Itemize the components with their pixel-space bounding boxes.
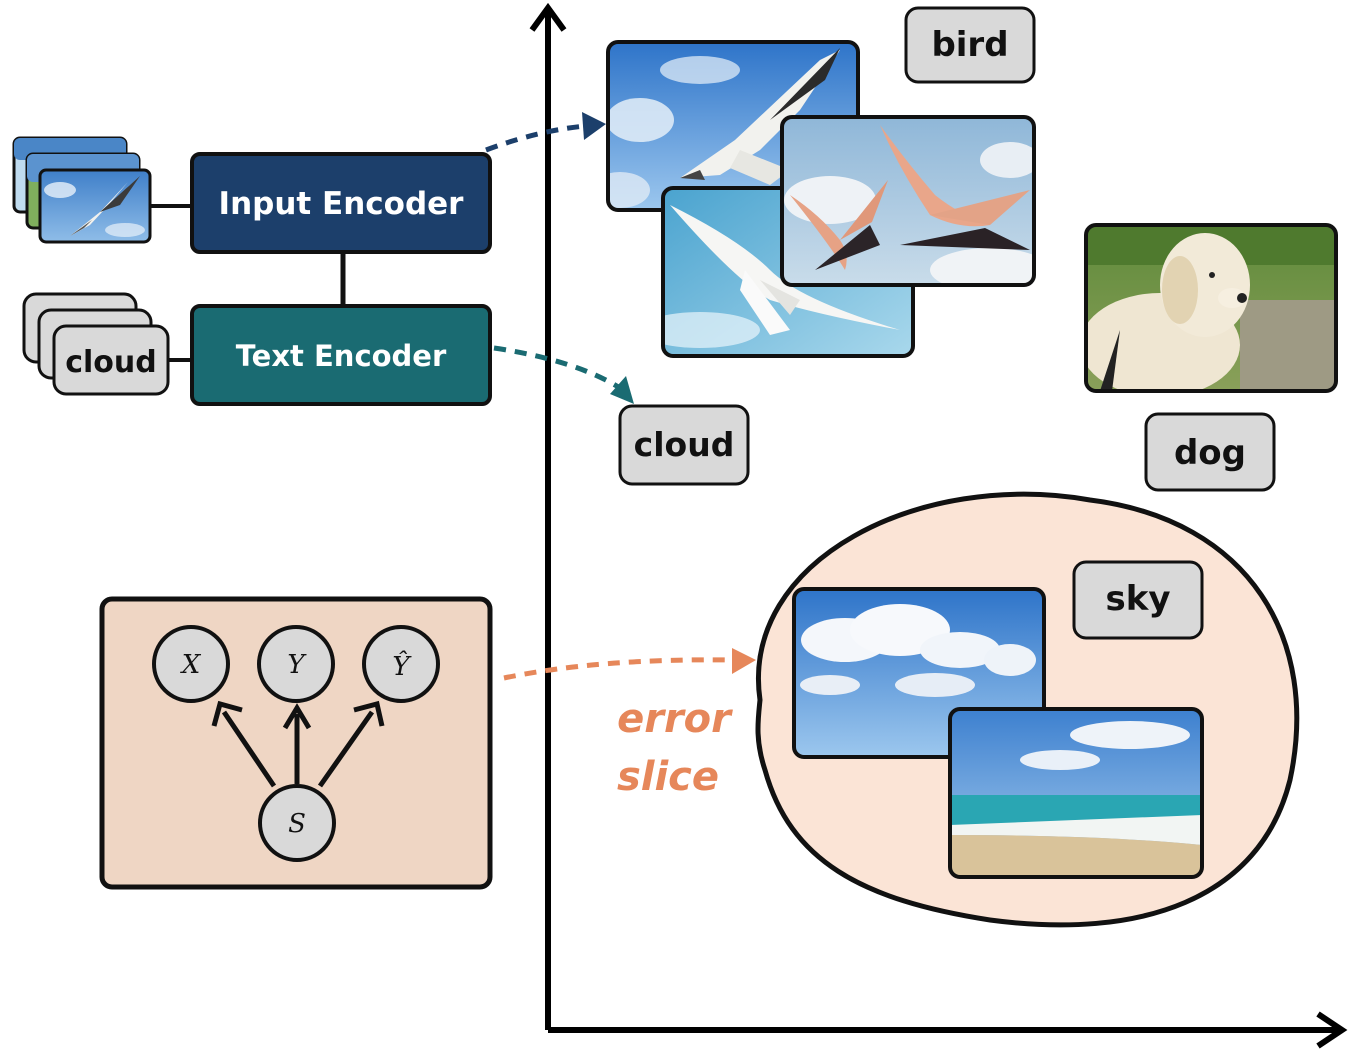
node-yhat: Ŷ bbox=[362, 625, 440, 703]
image-embedding-arrow bbox=[485, 112, 606, 153]
graphical-model-panel: X Y Ŷ S bbox=[99, 596, 493, 890]
node-s: S bbox=[258, 784, 336, 862]
cloud-label-box: cloud bbox=[618, 404, 750, 486]
dog-label-box: dog bbox=[1144, 412, 1276, 492]
bird-label: bird bbox=[931, 25, 1008, 65]
node-y-label: Y bbox=[287, 650, 307, 680]
cloud-label: cloud bbox=[634, 425, 735, 464]
sky-label-box: sky bbox=[1072, 560, 1204, 640]
error-slice-line1: error bbox=[617, 696, 733, 742]
dog-label: dog bbox=[1174, 433, 1246, 473]
bird-label-box: bird bbox=[904, 6, 1036, 84]
node-x: X bbox=[152, 625, 230, 703]
dog-cluster bbox=[1084, 223, 1338, 393]
bird-cluster bbox=[606, 40, 1036, 358]
error-slice-region bbox=[755, 491, 1300, 928]
input-encoder-block: Input Encoder bbox=[190, 152, 492, 254]
error-slice-caption: error slice bbox=[617, 696, 733, 800]
node-x-label: X bbox=[180, 650, 202, 680]
embedding-axes bbox=[529, 2, 1348, 1049]
node-yhat-label: Ŷ bbox=[392, 650, 412, 682]
input-encoder-label: Input Encoder bbox=[219, 186, 465, 222]
text-encoder-label: Text Encoder bbox=[236, 339, 447, 373]
text-embedding-arrow bbox=[493, 345, 634, 404]
node-s-label: S bbox=[288, 809, 306, 839]
sky-label: sky bbox=[1105, 579, 1170, 619]
text-stack-label: cloud bbox=[65, 345, 157, 380]
input-image-stack bbox=[12, 136, 192, 244]
beach-photo bbox=[950, 709, 1202, 877]
text-label-stack: cloud bbox=[22, 292, 192, 396]
seagull-photo bbox=[40, 170, 150, 242]
error-slice-line2: slice bbox=[617, 754, 719, 800]
text-encoder-block: Text Encoder bbox=[190, 304, 492, 406]
node-y: Y bbox=[257, 625, 335, 703]
spoonbills-photo bbox=[782, 117, 1034, 285]
golden-retriever-photo bbox=[1086, 225, 1336, 391]
error-slice-arrow bbox=[503, 648, 756, 681]
